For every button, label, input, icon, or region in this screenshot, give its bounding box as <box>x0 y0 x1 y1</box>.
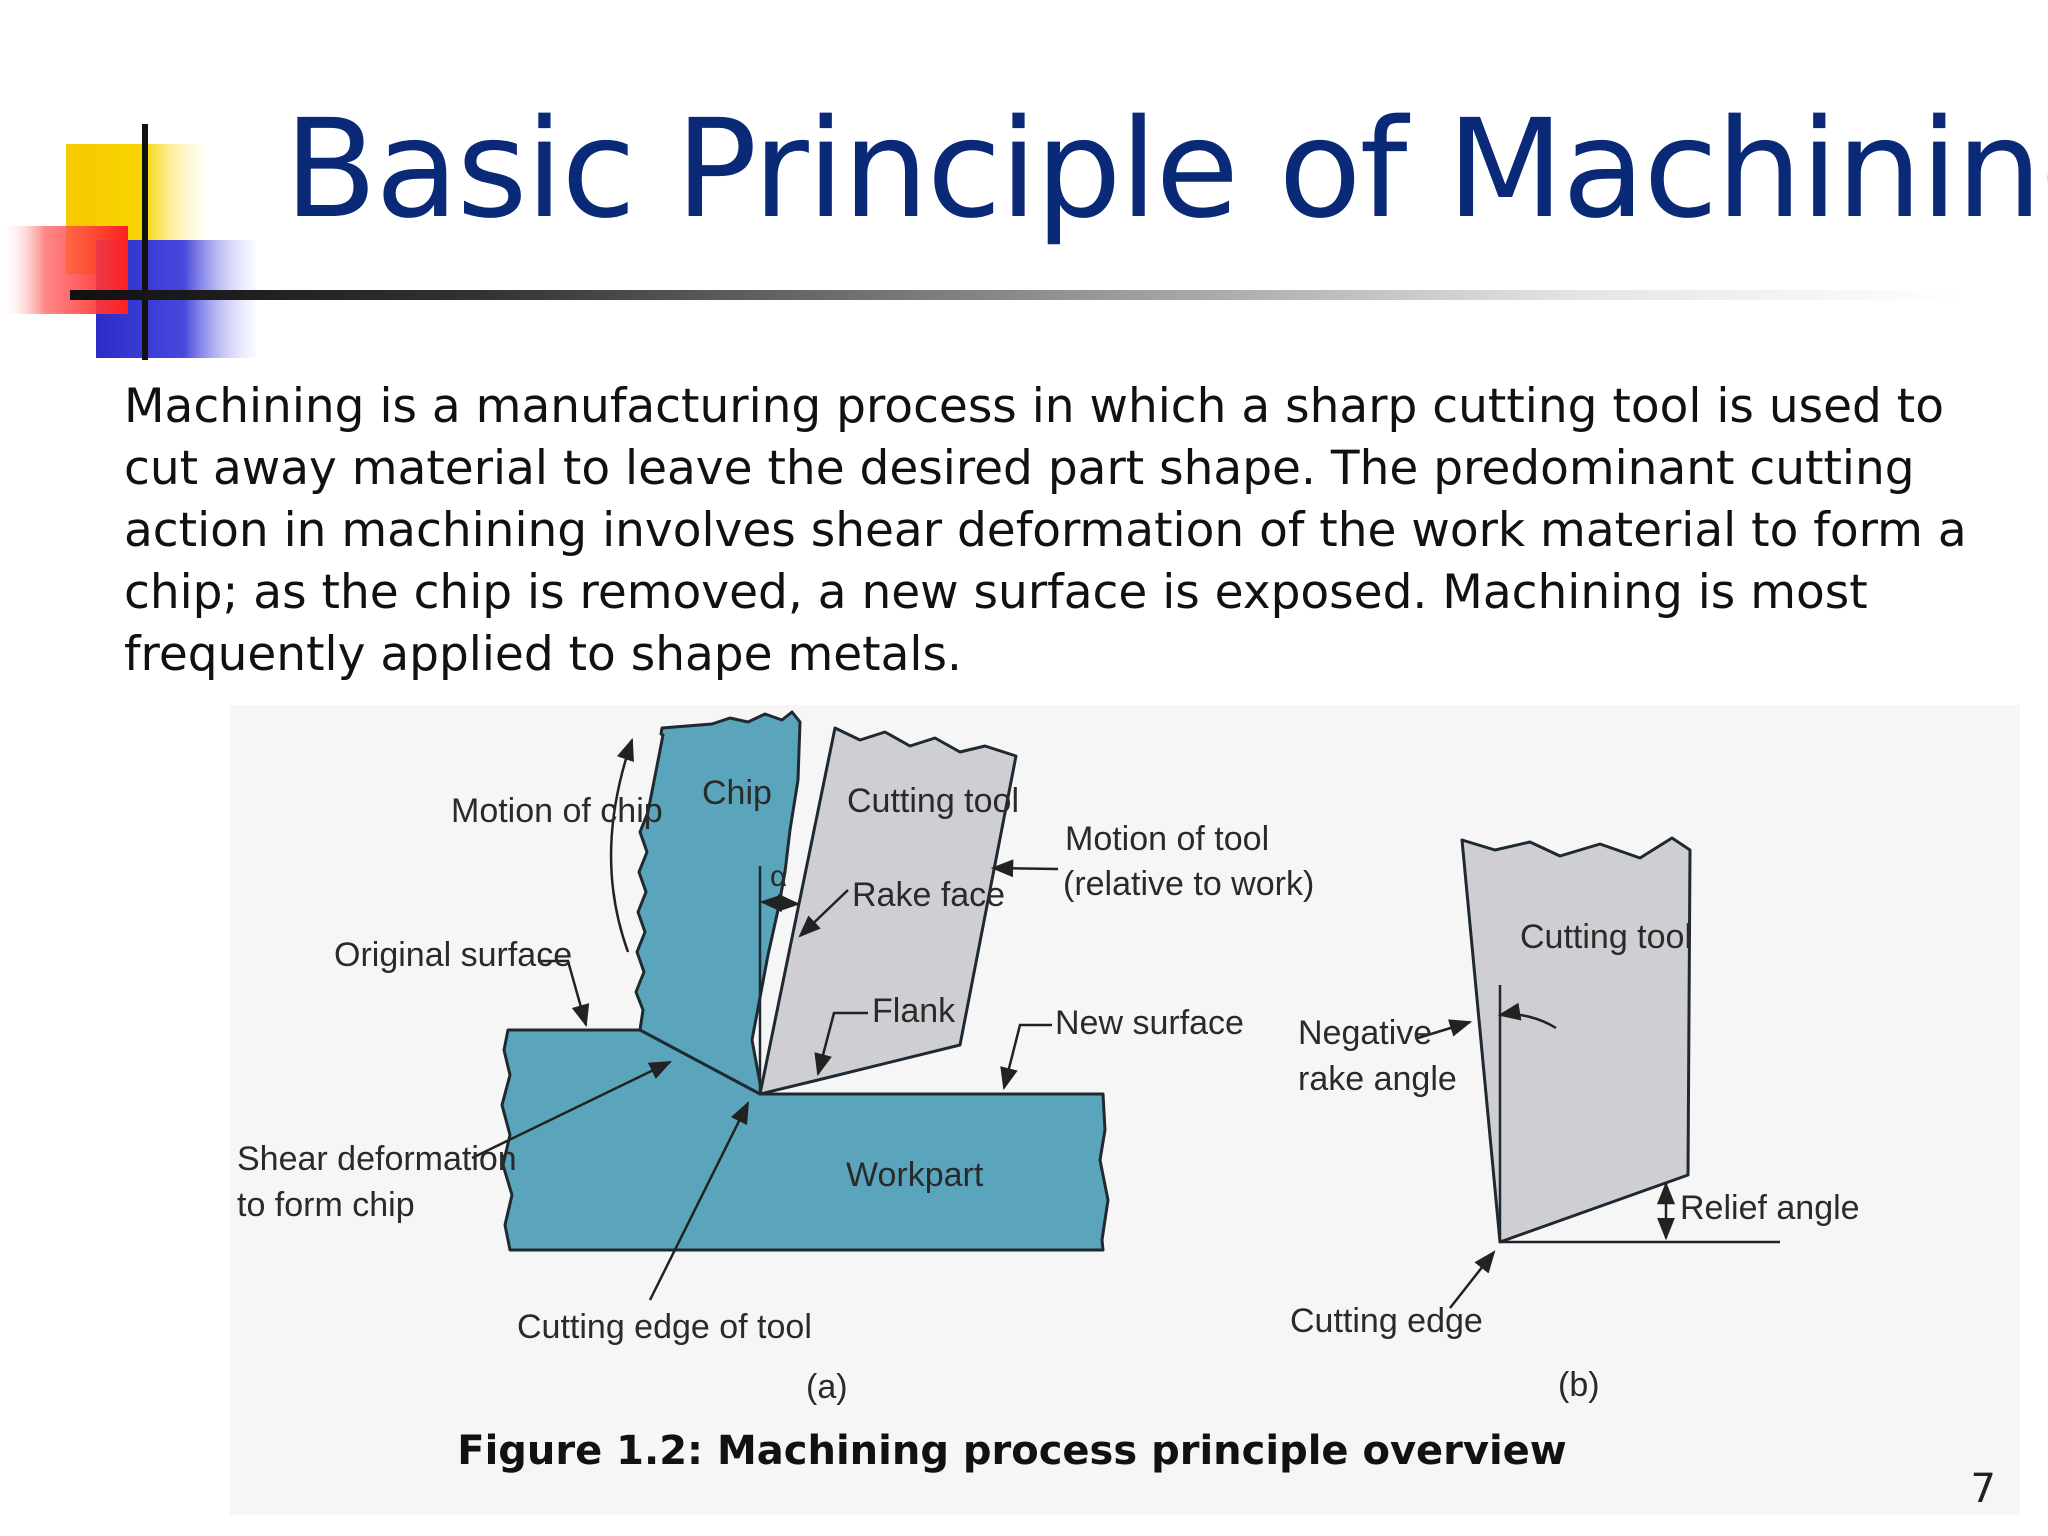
label-original-surface: Original surface <box>334 936 572 974</box>
label-workpart: Workpart <box>846 1156 984 1194</box>
label-cutting-edge: Cutting edge <box>1290 1302 1483 1340</box>
label-flank: Flank <box>872 992 956 1030</box>
workpart-shape <box>500 710 1110 1252</box>
figure-caption-text: Figure 1.2: Machining process principle … <box>457 1428 1567 1474</box>
label-motion-of-chip: Motion of chip <box>451 792 663 830</box>
cutting-tool-b-shape <box>1460 836 1692 1244</box>
label-cutting-tool-a: Cutting tool <box>847 782 1019 820</box>
title-underline <box>70 290 1960 300</box>
label-new-surface: New surface <box>1055 1004 1244 1042</box>
figure-caption: Figure 1.2: Machining process principle … <box>0 1428 2048 1474</box>
figure-a: Chip Cutting tool Motion of chip α Rake … <box>237 710 1314 1406</box>
page-number: 7 <box>1970 1466 1996 1512</box>
label-motion-of-tool-2: (relative to work) <box>1063 865 1314 903</box>
label-negative-2: rake angle <box>1298 1060 1457 1098</box>
label-negative-1: Negative <box>1298 1014 1432 1052</box>
label-shear-2: to form chip <box>237 1186 415 1224</box>
figure-b: Cutting tool Negative rake angle Relief … <box>1290 836 1860 1404</box>
label-shear-1: Shear deformation <box>237 1140 517 1178</box>
label-motion-of-tool-1: Motion of tool <box>1065 820 1269 858</box>
sublabel-a: (a) <box>806 1368 848 1406</box>
label-rake-face: Rake face <box>852 876 1005 914</box>
slide-body-text: Machining is a manufacturing process in … <box>124 379 1967 682</box>
slide-title: Basic Principle of Machining <box>284 91 2048 249</box>
label-cutting-tool-b: Cutting tool <box>1520 918 1692 956</box>
sublabel-b: (b) <box>1558 1366 1600 1404</box>
cutting-tool-shape <box>758 726 1018 1096</box>
label-cutting-edge-of-tool: Cutting edge of tool <box>517 1308 812 1346</box>
label-relief-angle: Relief angle <box>1680 1189 1860 1227</box>
label-chip: Chip <box>702 774 772 812</box>
label-alpha: α <box>770 860 787 893</box>
